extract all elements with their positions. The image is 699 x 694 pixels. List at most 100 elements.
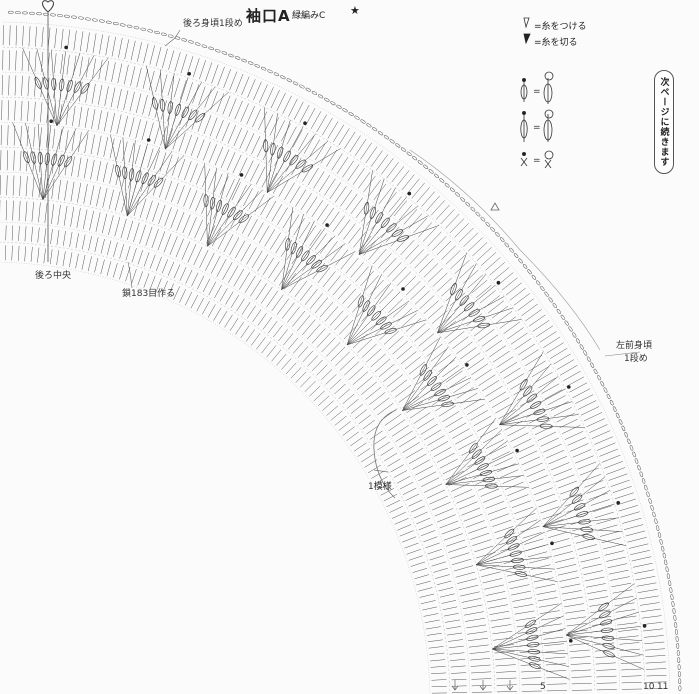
stitch-post	[601, 454, 621, 463]
fan-spoke	[160, 69, 166, 150]
stitch-post	[499, 469, 519, 479]
chain-stitch	[509, 247, 514, 253]
chain-stitch	[201, 44, 208, 48]
stitch-post	[494, 457, 513, 467]
puff-stitch	[471, 449, 482, 459]
puff-stitch	[227, 206, 236, 218]
stitch-post	[638, 595, 659, 600]
stitch-post	[123, 90, 129, 110]
stitch-post	[543, 336, 561, 348]
stitch-post	[521, 684, 542, 686]
stitch-post	[430, 659, 446, 662]
stitch-post	[377, 253, 392, 269]
stitch-post	[583, 570, 604, 575]
stitch-post	[474, 323, 491, 337]
stitch-post	[547, 395, 566, 406]
puff-stitch	[295, 159, 306, 169]
stitch-post	[452, 428, 470, 439]
stitch-post	[495, 657, 516, 660]
stitch-post	[182, 214, 191, 234]
left-front-callout	[604, 351, 641, 357]
stitch-post	[598, 524, 618, 531]
stitch-post	[204, 88, 212, 108]
stitch-post	[109, 164, 115, 184]
stitch-post	[568, 636, 589, 640]
stitch-post	[342, 288, 357, 304]
stitch-post	[230, 294, 240, 308]
stitch-post	[475, 285, 492, 299]
stitch-post	[595, 662, 616, 665]
fan-spoke	[492, 648, 569, 655]
stitch-post	[468, 526, 488, 534]
stitch-post	[586, 418, 605, 428]
chain-stitch	[650, 505, 654, 511]
chain-stitch	[495, 232, 500, 237]
picot-dot	[303, 121, 307, 125]
stitch-post	[492, 350, 510, 363]
stitch-post	[429, 495, 448, 505]
stitch-post	[563, 370, 581, 382]
stitch-post	[503, 321, 520, 334]
fan-spoke	[25, 123, 44, 200]
chain-stitch	[522, 263, 528, 269]
stitch-post	[490, 513, 509, 521]
stitch-post	[133, 222, 140, 242]
stitch-post	[173, 264, 181, 279]
stitch-post	[348, 227, 361, 244]
stitch-post	[292, 310, 306, 327]
puff-stitch	[506, 536, 517, 545]
stitch-post	[400, 240, 415, 256]
stitch-post	[422, 606, 438, 611]
chain-stitch	[677, 671, 681, 677]
stitch-post	[572, 525, 592, 532]
stitch-post	[531, 481, 551, 490]
stitch-post	[427, 548, 442, 555]
stitch-post	[586, 486, 606, 494]
fan-spoke	[42, 130, 89, 200]
stitch-post	[479, 290, 496, 304]
puff-stitch	[301, 164, 314, 173]
stitch-post	[517, 298, 534, 311]
stitch-post	[258, 225, 270, 244]
stitch-post	[431, 200, 445, 216]
stitch-post	[460, 591, 480, 597]
stitch-post	[240, 325, 250, 339]
stitch-post	[471, 279, 488, 294]
stitch-post	[38, 202, 41, 223]
stitch-post	[266, 290, 279, 308]
stitch-post	[235, 321, 244, 335]
stitch-post	[442, 464, 461, 475]
stitch-post	[148, 96, 155, 117]
stitch-post	[553, 407, 572, 417]
chain-stitch	[548, 297, 553, 303]
stitch-post	[505, 282, 522, 296]
stitch-post	[119, 244, 125, 259]
stitch-post	[345, 257, 359, 274]
stitch-post	[370, 150, 383, 167]
chain-stitch	[43, 12, 49, 16]
stitch-post	[362, 419, 375, 430]
stitch-post	[12, 200, 14, 221]
fan-spoke	[499, 376, 559, 425]
stitch-post	[398, 390, 416, 403]
stitch-post	[6, 175, 8, 196]
fan-spoke	[122, 137, 128, 217]
stitch-post	[637, 589, 658, 593]
chain-stitch	[544, 291, 549, 297]
stitch-post	[34, 51, 37, 72]
stitch-post	[450, 552, 470, 559]
picot-dot	[49, 119, 53, 123]
stitch-post	[290, 367, 302, 379]
stitch-post	[503, 367, 521, 379]
stitch-post	[369, 392, 386, 405]
stitch-post	[562, 424, 581, 434]
stitch-post	[620, 655, 641, 658]
stitch-post	[102, 188, 108, 208]
stitch-post	[582, 474, 601, 482]
chain-stitch	[499, 237, 505, 242]
stitch-post	[225, 179, 235, 198]
stitch-post	[278, 179, 289, 197]
stitch-post	[130, 40, 136, 61]
stitch-post	[590, 499, 610, 506]
stitch-post	[646, 681, 667, 683]
